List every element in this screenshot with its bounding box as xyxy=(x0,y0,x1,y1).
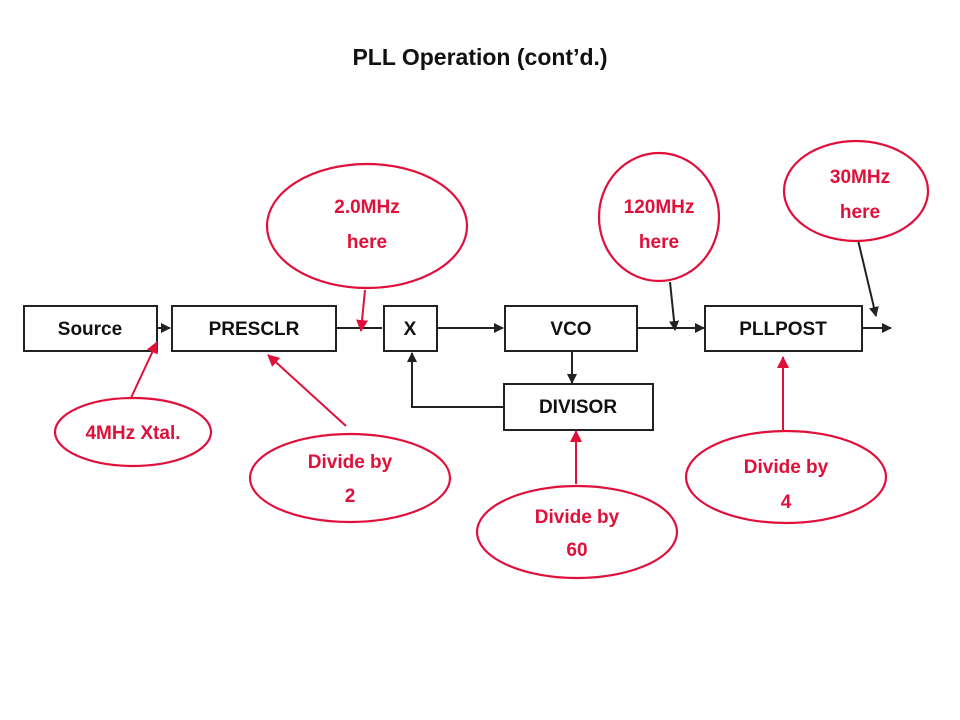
callout-pllpost-divide-line-1: Divide by xyxy=(744,457,829,478)
block-presclr-label: PRESCLR xyxy=(209,319,300,340)
block-pllpost-label: PLLPOST xyxy=(739,319,827,340)
block-multiplier: X xyxy=(383,305,438,352)
presclr-div-pointer-arrow xyxy=(267,354,347,427)
callout-presclr-divide-line-2: 2 xyxy=(345,486,356,507)
callout-freq-2mhz-line-1: 2.0MHz xyxy=(334,197,399,218)
slide-title: PLL Operation (cont’d.) xyxy=(352,44,608,70)
block-divisor-label: DIVISOR xyxy=(539,397,617,418)
block-source: Source xyxy=(23,305,158,352)
block-vco: VCO xyxy=(504,305,638,352)
callout-xtal-line-1: 4MHz Xtal. xyxy=(85,423,180,444)
callout-freq-120mhz-line-1: 120MHz xyxy=(624,197,695,218)
callout-presclr-divide: Divide by 2 xyxy=(248,432,452,524)
callout-divisor-divide: Divide by 60 xyxy=(475,484,679,580)
callout-divisor-divide-line-1: Divide by xyxy=(535,507,620,528)
callout-freq-2mhz-line-2: here xyxy=(347,232,387,253)
callout-divisor-divide-line-2: 60 xyxy=(566,540,587,561)
block-divisor: DIVISOR xyxy=(503,383,654,431)
callout-xtal: 4MHz Xtal. xyxy=(53,396,213,468)
block-multiplier-label: X xyxy=(404,319,417,340)
freq-30mhz-pointer-arrow xyxy=(857,239,879,317)
freq-120mhz-pointer-arrow xyxy=(669,281,680,331)
block-source-label: Source xyxy=(58,319,122,340)
callout-pllpost-divide-line-2: 4 xyxy=(781,492,792,513)
block-presclr: PRESCLR xyxy=(171,305,337,352)
callout-freq-120mhz: 120MHz here xyxy=(597,151,721,283)
callout-freq-30mhz-line-1: 30MHz xyxy=(830,167,890,188)
xtal-pointer-arrow xyxy=(129,341,158,401)
block-pllpost: PLLPOST xyxy=(704,305,863,352)
callout-freq-30mhz: 30MHz here xyxy=(782,139,930,243)
divisor-feedback-arrow xyxy=(407,352,503,408)
callout-pllpost-divide: Divide by 4 xyxy=(684,429,888,525)
callout-pointers xyxy=(129,239,879,484)
callout-freq-2mhz: 2.0MHz here xyxy=(265,162,469,290)
callout-presclr-divide-line-1: Divide by xyxy=(308,452,393,473)
callout-freq-30mhz-line-2: here xyxy=(840,202,880,223)
freq-2mhz-pointer-arrow xyxy=(356,289,369,332)
callout-freq-120mhz-line-2: here xyxy=(639,232,679,253)
block-vco-label: VCO xyxy=(550,319,591,340)
